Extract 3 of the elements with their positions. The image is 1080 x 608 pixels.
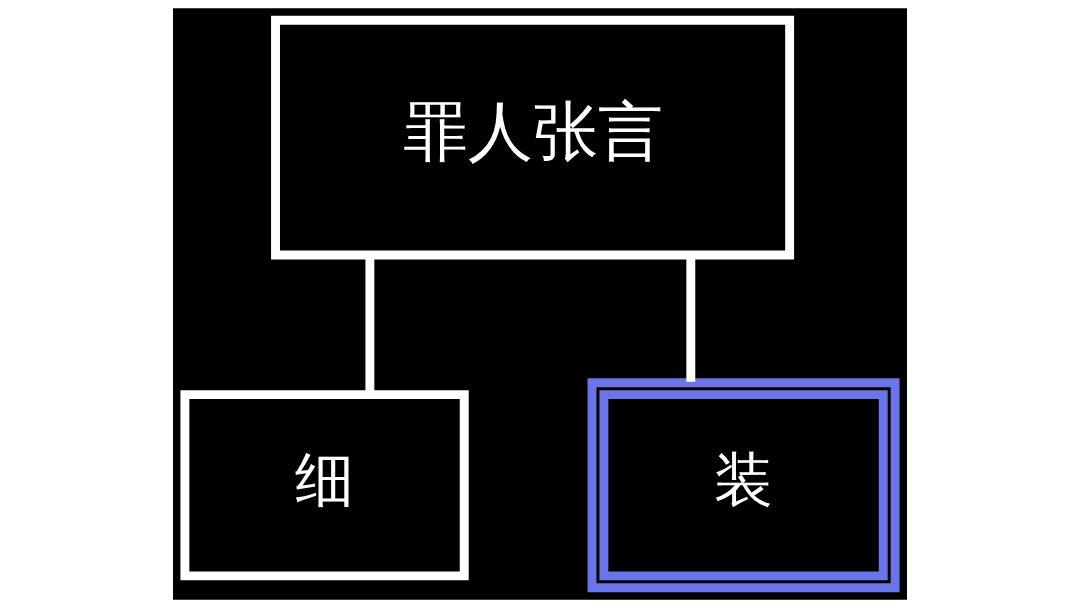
node-box: 罪人张言 (271, 15, 795, 260)
node-box: 装 (587, 378, 900, 593)
node-box: 细 (180, 390, 469, 581)
